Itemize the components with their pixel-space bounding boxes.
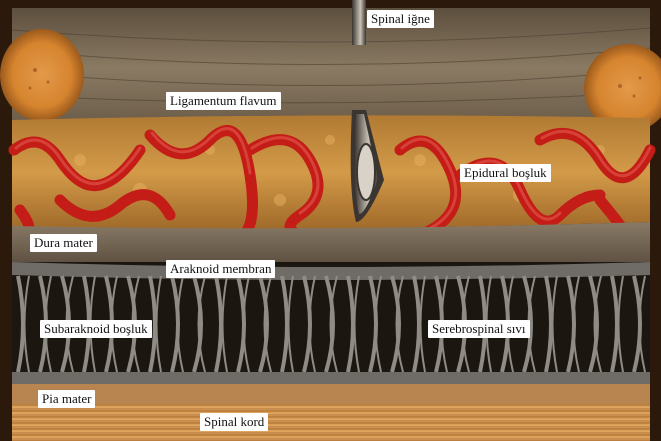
ligamentum-flavum-layer bbox=[12, 8, 650, 128]
label-subarachnoid-space: Subaraknoid boşluk bbox=[40, 320, 152, 338]
label-spinal-cord: Spinal kord bbox=[200, 413, 268, 431]
label-pia-mater: Pia mater bbox=[38, 390, 95, 408]
vertebra-left bbox=[0, 29, 84, 121]
spinal-cord-layer bbox=[12, 404, 650, 441]
label-cerebrospinal-fluid: Serebrospinal sıvı bbox=[428, 320, 530, 338]
label-ligamentum-flavum: Ligamentum flavum bbox=[166, 92, 281, 110]
label-arachnoid-membrane: Araknoid membran bbox=[166, 260, 275, 278]
pia-mater-layer bbox=[12, 384, 650, 404]
dura-mater-layer bbox=[12, 222, 650, 266]
label-spinal-needle: Spinal iğne bbox=[367, 10, 434, 28]
label-dura-mater: Dura mater bbox=[30, 234, 97, 252]
label-epidural-space: Epidural boşluk bbox=[460, 164, 551, 182]
